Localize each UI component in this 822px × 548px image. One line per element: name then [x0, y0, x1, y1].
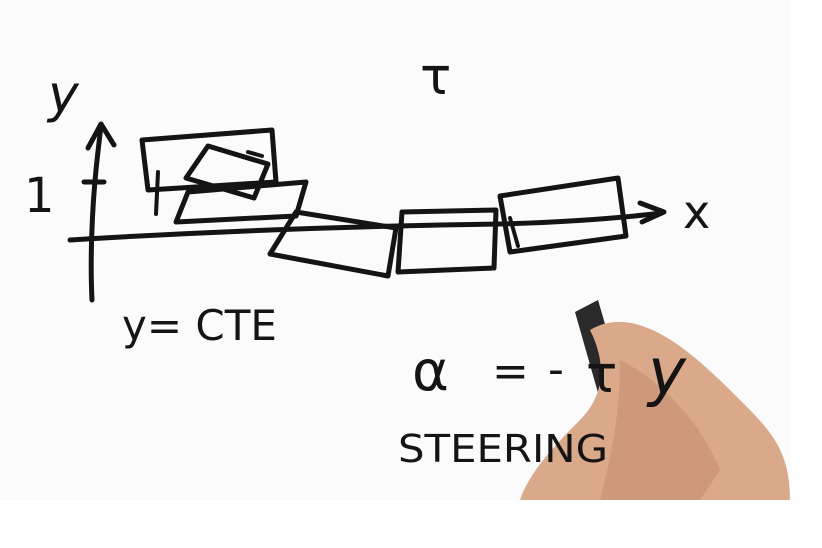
hand-shadow	[600, 360, 720, 500]
x-axis-label: x	[683, 185, 710, 239]
whiteboard-canvas: y x 1 τ y= CTE α = - τ y STEERING	[24, 47, 790, 500]
whiteboard-drawing: y x 1 τ y= CTE α = - τ y STEERING	[24, 47, 790, 500]
steering-label: STEERING	[398, 427, 608, 471]
x-axis-line	[67, 210, 665, 243]
y-axis-label: y	[46, 65, 80, 125]
car-box-1-inner	[183, 143, 271, 201]
formula-y: y	[646, 336, 687, 410]
car-box-3	[267, 209, 399, 279]
tick-one-label: 1	[24, 168, 55, 224]
car-box-5	[497, 175, 629, 255]
formula-minus: -	[548, 344, 564, 395]
formula-alpha: α	[412, 339, 449, 404]
y-axis-arrowhead	[85, 121, 117, 151]
car-1-mark-2	[246, 150, 264, 158]
tau-label-top: τ	[420, 47, 451, 107]
x-axis-arrowhead	[637, 200, 667, 225]
car-box-4	[395, 207, 499, 275]
bottom-margin	[0, 500, 822, 548]
car-box-1	[139, 127, 279, 193]
car-1-mark	[154, 170, 160, 216]
formula-equals: =	[492, 346, 529, 397]
formula-tau: τ	[586, 345, 617, 405]
y-equals-cte-label: y= CTE	[122, 301, 277, 350]
hand-image	[520, 300, 790, 500]
car-5-mark	[508, 216, 520, 248]
y-axis-line	[88, 122, 104, 303]
right-margin	[790, 0, 822, 500]
